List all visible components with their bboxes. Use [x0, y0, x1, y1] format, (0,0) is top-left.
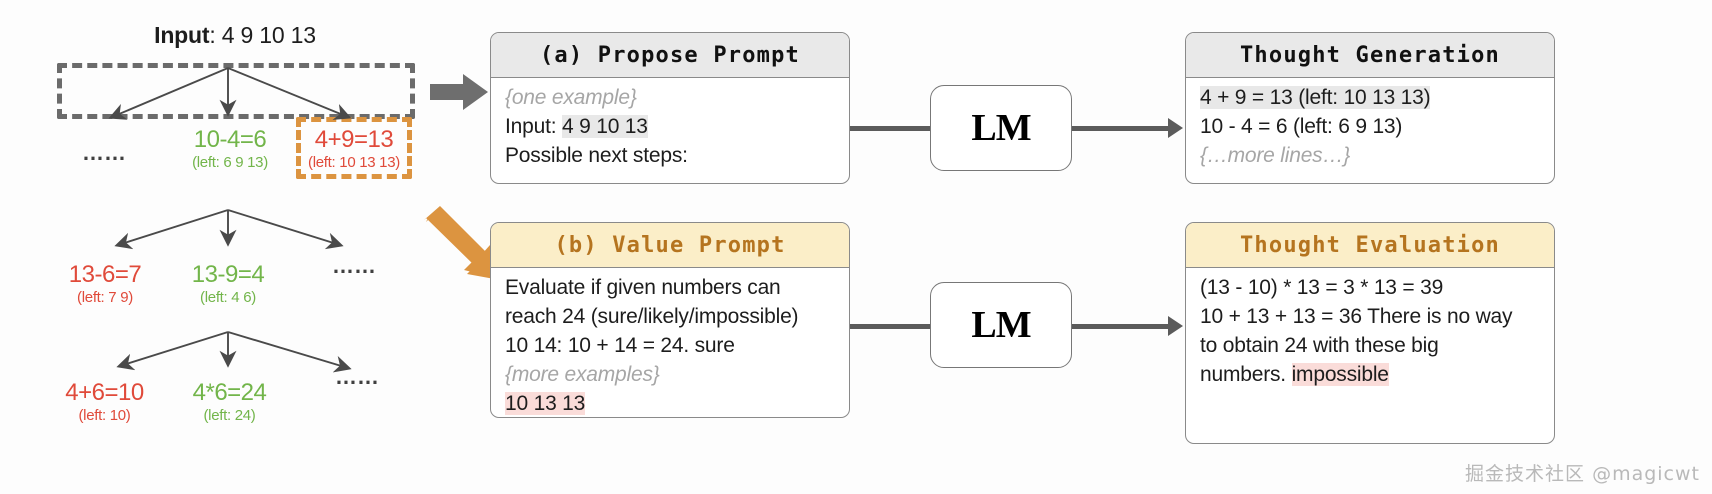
value-input-highlight: 10 13 13 — [505, 391, 586, 415]
tree-node-dots-l3: …… — [335, 364, 379, 389]
connector-lm-to-generation — [1072, 126, 1170, 131]
connector-value-to-lm — [850, 324, 932, 329]
tree-input-value: : 4 9 10 13 — [209, 22, 316, 48]
tree-input-title: Input: 4 9 10 13 — [0, 22, 470, 49]
tree-node-expr: 13-9=4 — [191, 261, 265, 288]
evaluation-line-3: numbers. impossible — [1200, 361, 1554, 390]
tree-node-left: (left: 10) — [78, 407, 131, 425]
arrow-tree-to-value — [424, 206, 500, 280]
thought-generation-card[interactable]: Thought Generation 4 + 9 = 13 (left: 10 … — [1185, 32, 1555, 184]
thought-evaluation-header: Thought Evaluation — [1186, 223, 1554, 268]
propose-prompt-card[interactable]: (a) Propose Prompt {one example} Input: … — [490, 32, 850, 184]
propose-line-1: Input: 4 9 10 13 — [505, 113, 849, 142]
thought-evaluation-body: (13 - 10) * 13 = 3 * 13 = 39 10 + 13 + 1… — [1186, 268, 1554, 396]
tree-node-left: (left: 10 13 13) — [308, 154, 400, 172]
generation-line-1: 10 - 4 = 6 (left: 6 9 13) — [1200, 114, 1403, 138]
tree-node-l3-1: 4*6=24 (left: 24) — [163, 380, 296, 424]
value-prompt-header: (b) Value Prompt — [491, 223, 849, 268]
tree-node-l2-0: 13-6=7 (left: 7 9) — [40, 262, 170, 306]
value-line-1: reach 24 (sure/likely/impossible) — [505, 304, 799, 328]
connector-propose-to-lm — [850, 126, 932, 131]
value-line-3: {more examples} — [505, 362, 660, 386]
value-line-2: 10 14: 10 + 14 = 24. sure — [505, 333, 735, 357]
value-prompt-card[interactable]: (b) Value Prompt Evaluate if given numbe… — [490, 222, 850, 418]
propose-prompt-header: (a) Propose Prompt — [491, 33, 849, 78]
tree-node-l3-0: 4+6=10 (left: 10) — [38, 380, 171, 424]
tree-node-expr: 13-6=7 — [68, 261, 142, 288]
propose-input-prefix: Input: — [505, 114, 562, 138]
evaluation-line-1: 10 + 13 + 13 = 36 There is no way — [1200, 304, 1513, 328]
propose-prompt-body: {one example} Input: 4 9 10 13 Possible … — [491, 78, 849, 177]
tree-node-expr: 10-4=6 — [193, 126, 267, 153]
propose-line-2: Possible next steps: — [505, 143, 688, 167]
evaluation-verdict-highlight: impossible — [1291, 362, 1389, 386]
evaluation-line-2: to obtain 24 with these big — [1200, 333, 1439, 357]
tree-node-left: (left: 6 9 13) — [192, 154, 268, 172]
arrowhead-evaluation — [1168, 316, 1183, 336]
connector-lm-to-evaluation — [1072, 324, 1170, 329]
value-prompt-body: Evaluate if given numbers can reach 24 (… — [491, 268, 849, 425]
thought-generation-header: Thought Generation — [1186, 33, 1554, 78]
generation-line-0-text: 4 + 9 = 13 (left: 10 13 13) — [1200, 86, 1431, 109]
tree-node-expr: 4+6=10 — [65, 379, 144, 406]
value-line-0: Evaluate if given numbers can — [505, 276, 781, 299]
evaluation-prefix: numbers. — [1200, 362, 1292, 386]
tree-input-label: Input — [154, 22, 210, 48]
tree-edges-level1 — [108, 67, 352, 120]
tree-node-left: (left: 7 9) — [77, 289, 133, 307]
propose-line-0: {one example} — [505, 86, 637, 109]
tree-node-l1-1: 10-4=6 (left: 6 9 13) — [160, 127, 300, 171]
tree-edges-level3 — [116, 331, 352, 373]
tree-node-expr: 4*6=24 — [192, 379, 267, 406]
thought-generation-body: 4 + 9 = 13 (left: 10 13 13) 10 - 4 = 6 (… — [1186, 78, 1554, 177]
tree-node-l1-2: 4+9=13 (left: 10 13 13) — [288, 127, 420, 171]
generation-line-2: {…more lines…} — [1200, 143, 1351, 167]
search-tree-panel: Input: 4 9 10 13 …… 10-4=6 (left: 6 9 13… — [0, 0, 470, 494]
tree-node-left: (left: 4 6) — [200, 289, 256, 307]
value-line-4: 10 13 13 — [505, 390, 849, 419]
tree-node-dots-l1: …… — [82, 140, 126, 165]
generation-line-0: 4 + 9 = 13 (left: 10 13 13) — [1200, 84, 1554, 113]
evaluation-line-0: (13 - 10) * 13 = 3 * 13 = 39 — [1200, 276, 1444, 299]
lm-box-top[interactable]: LM — [930, 85, 1072, 171]
arrowhead-generation — [1168, 118, 1183, 138]
propose-input-highlight: 4 9 10 13 — [561, 114, 648, 138]
arrow-tree-to-propose — [430, 74, 488, 110]
watermark-text: 掘金技术社区 @magicwt — [1465, 463, 1700, 485]
lm-box-bottom[interactable]: LM — [930, 282, 1072, 368]
tree-node-left: (left: 24) — [203, 407, 256, 425]
tree-edges-level2 — [114, 209, 344, 250]
tree-node-expr: 4+9=13 — [314, 126, 394, 153]
tree-node-l2-1: 13-9=4 (left: 4 6) — [163, 262, 293, 306]
dashed-box-selected-orange — [296, 117, 412, 179]
thought-evaluation-card[interactable]: Thought Evaluation (13 - 10) * 13 = 3 * … — [1185, 222, 1555, 444]
tree-node-dots-l2: …… — [332, 253, 376, 278]
